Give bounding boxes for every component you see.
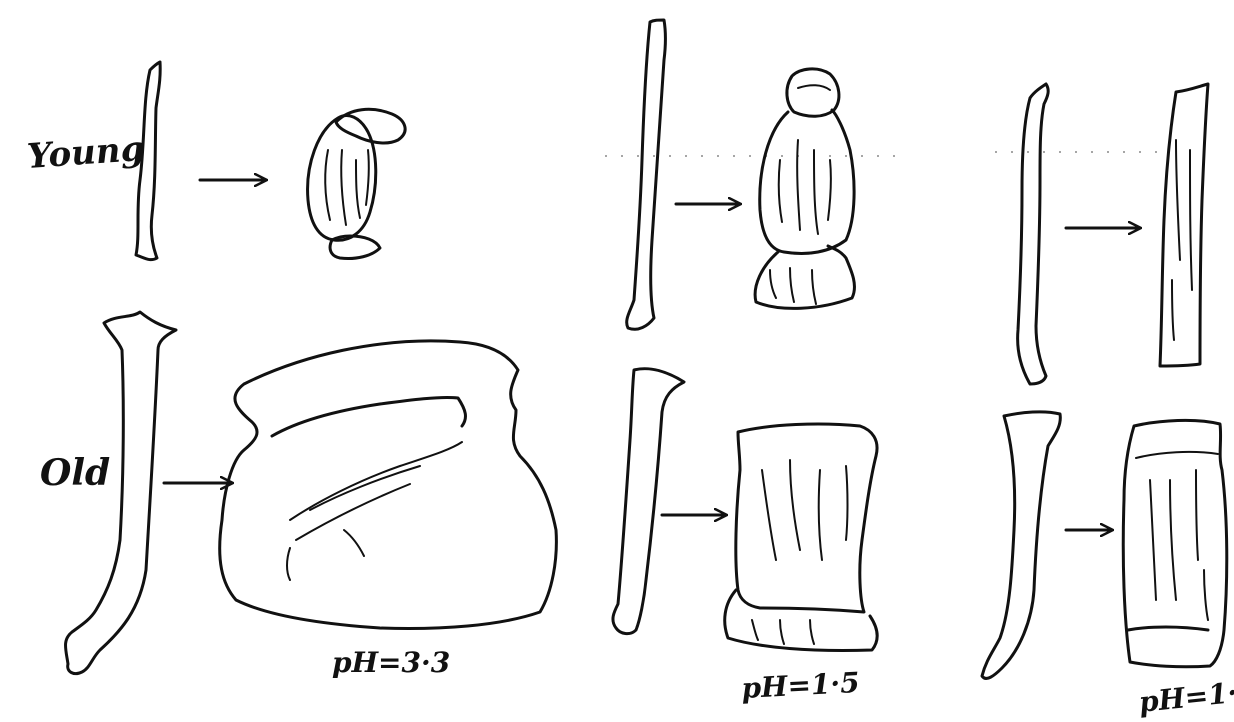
row-label-young: Young (26, 129, 146, 177)
young-swollen-fiber-ph10 (1160, 84, 1208, 366)
young-swollen-fiber-ph33 (308, 109, 406, 258)
row-label-old: Old (40, 452, 110, 494)
ph-label-col1: pH=3·3 (332, 646, 450, 679)
ph-label-col2: pH=1·5 (741, 666, 861, 705)
young-fiber-ph15 (627, 20, 666, 329)
old-swollen-fiber-ph10 (1123, 420, 1227, 666)
old-fiber-ph10 (982, 412, 1060, 679)
old-swollen-fiber-ph33 (220, 341, 557, 629)
young-fiber-ph10 (1018, 84, 1049, 384)
old-fiber-ph15 (613, 369, 684, 634)
young-swollen-fiber-ph15 (755, 69, 854, 308)
old-swollen-fiber-ph15 (725, 424, 877, 651)
ph-label-col3: pH=1·0 (1137, 674, 1234, 719)
